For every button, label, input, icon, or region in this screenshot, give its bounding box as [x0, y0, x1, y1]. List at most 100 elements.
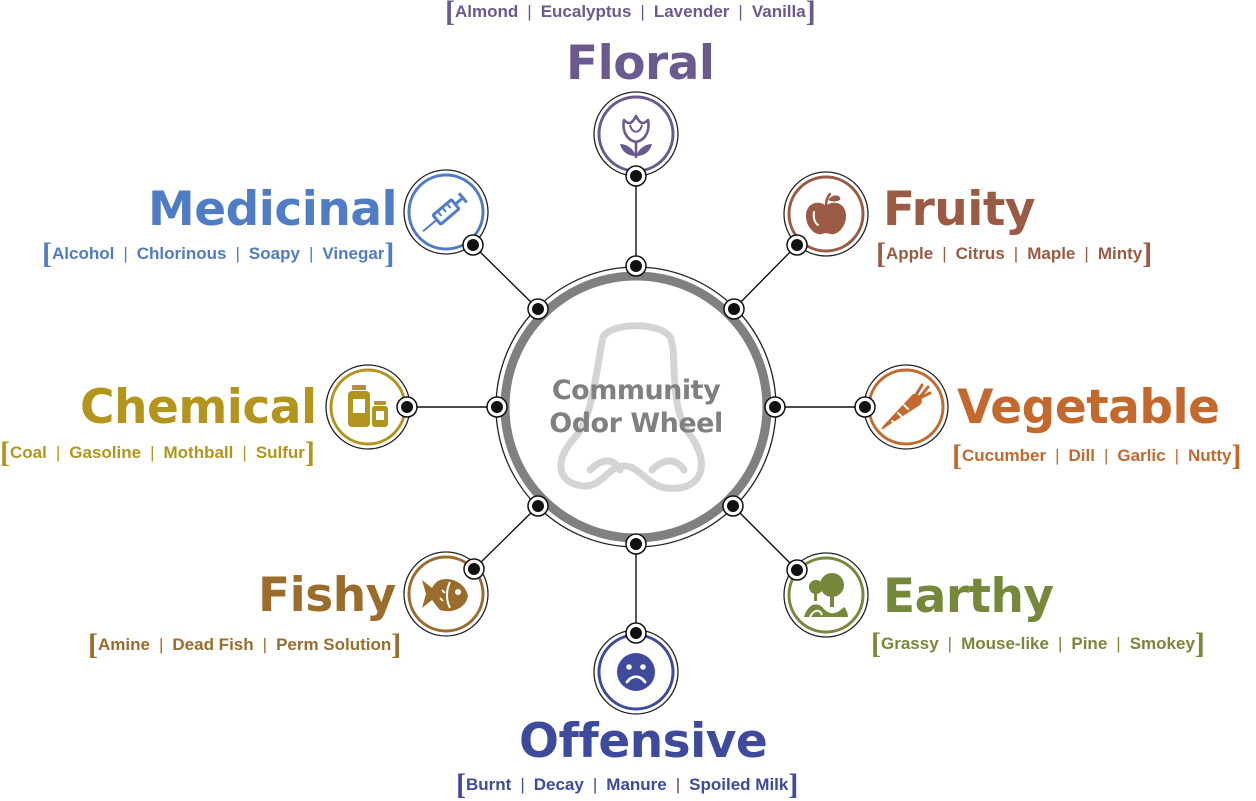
hub-connector-dot-chemical: [486, 396, 508, 418]
category-nodes: [325, 91, 949, 715]
sub-odor-item: Maple: [1027, 244, 1076, 263]
sub-odor-item: Chlorinous: [136, 244, 227, 263]
sub-odor-item: Mothball: [163, 443, 234, 462]
separator: |: [1116, 634, 1121, 653]
node-medicinal: [403, 169, 489, 255]
spoke-earthy: [732, 505, 798, 571]
separator: |: [123, 244, 128, 263]
sub-odor-list-floral: [Almond|Eucalyptus|Lavender|Vanilla]: [445, 0, 816, 27]
open-bracket: [: [876, 237, 886, 270]
sub-odor-item: Sulfur: [255, 443, 305, 462]
hub-connector-dot-floral: [625, 255, 647, 277]
sub-odor-item: Almond: [455, 2, 519, 21]
sub-odor-item: Cucumber: [962, 446, 1047, 465]
sub-odor-item: Lavender: [653, 2, 730, 21]
center-label-line2: Odor Wheel: [549, 408, 723, 439]
open-bracket: [: [0, 436, 10, 469]
sub-odor-item: Apple: [886, 244, 934, 263]
node-chemical: [325, 364, 411, 450]
icon-connector-dot-floral: [625, 165, 647, 187]
separator: |: [947, 634, 953, 653]
icon-connector-dot-vegetable: [854, 396, 876, 418]
separator: |: [675, 775, 681, 794]
wheel-spokes: [407, 176, 865, 633]
icon-connector-dot-fishy: [463, 558, 485, 580]
center-label-line1: Community: [551, 375, 721, 406]
sub-odor-item: Coal: [10, 443, 47, 462]
trees-icon: [804, 573, 848, 618]
sub-odor-item: Soapy: [248, 244, 300, 263]
hub-connector-dot-fruity: [723, 298, 745, 320]
separator: |: [738, 2, 743, 21]
sad-face-icon: [617, 653, 655, 691]
sub-odor-list-offensive: [Burnt|Decay|Manure|Spoiled Milk]: [456, 770, 798, 800]
icon-connector-dot-offensive: [625, 622, 647, 644]
category-title-chemical: Chemical: [80, 380, 317, 435]
open-bracket: [: [445, 0, 455, 28]
icon-connector-dot-chemical: [396, 396, 418, 418]
sub-odor-item: Garlic: [1117, 446, 1166, 465]
spoke-fruity: [733, 244, 798, 310]
category-title-floral: Floral: [566, 36, 715, 91]
sub-odor-item: Alcohol: [52, 244, 115, 263]
hub-connector-dot-vegetable: [764, 396, 786, 418]
open-bracket: [: [952, 439, 962, 472]
sub-odor-item: Decay: [533, 775, 584, 794]
separator: |: [308, 244, 314, 263]
node-floral: [593, 91, 679, 177]
separator: |: [942, 244, 947, 263]
sub-odor-item: Minty: [1097, 244, 1143, 263]
node-vegetable: [863, 364, 949, 450]
close-bracket: ]: [1231, 439, 1242, 472]
sub-odor-item: Spoiled Milk: [689, 775, 789, 794]
separator: |: [1055, 446, 1060, 465]
sub-odor-item: Mouse-like: [961, 634, 1049, 653]
sub-odor-item: Nutty: [1188, 446, 1232, 465]
carrot-icon: [881, 383, 932, 430]
category-title-medicinal: Medicinal: [148, 182, 398, 237]
sub-odor-item: Manure: [606, 775, 667, 794]
separator: |: [527, 2, 532, 21]
icon-connector-dot-earthy: [786, 559, 808, 581]
separator: |: [592, 775, 598, 794]
open-bracket: [: [42, 237, 52, 270]
sub-odor-item: Burnt: [466, 775, 512, 794]
sub-odor-item: Grassy: [881, 634, 939, 653]
separator: |: [1084, 244, 1089, 263]
icon-connector-dot-medicinal: [462, 234, 484, 256]
sub-odor-item: Gasoline: [69, 443, 142, 462]
sub-odor-item: Eucalyptus: [540, 2, 632, 21]
tulip-icon: [620, 114, 652, 158]
separator: |: [1057, 634, 1063, 653]
sub-odor-list-earthy: [Grassy|Mouse-like|Pine|Smokey]: [871, 629, 1205, 659]
apple-icon: [806, 192, 846, 235]
sub-odor-item: Vanilla: [751, 2, 806, 21]
hub-connector-dot-offensive: [625, 533, 647, 555]
category-title-fruity: Fruity: [883, 182, 1035, 237]
sub-odor-item: Pine: [1071, 634, 1108, 653]
nose-icon: [557, 322, 705, 492]
category-title-earthy: Earthy: [883, 569, 1054, 624]
separator: |: [55, 443, 61, 462]
node-fruity: [783, 171, 869, 257]
open-bracket: [: [456, 768, 466, 801]
sub-odor-list-fruity: [Apple|Citrus|Maple|Minty]: [876, 239, 1152, 269]
sub-odor-list-chemical: [Coal|Gasoline|Mothball|Sulfur]: [0, 438, 315, 468]
category-title-fishy: Fishy: [258, 568, 396, 623]
category-title-vegetable: Vegetable: [957, 380, 1220, 435]
separator: |: [235, 244, 240, 263]
hub-connector-dot-fishy: [527, 495, 549, 517]
fish-icon: [422, 578, 468, 612]
separator: |: [1103, 446, 1109, 465]
close-bracket: ]: [1194, 627, 1205, 660]
chemical-bottles-icon: [348, 385, 388, 427]
sub-odor-item: Smokey: [1129, 634, 1195, 653]
center-label: Community Odor Wheel: [536, 374, 736, 440]
close-bracket: ]: [391, 628, 402, 661]
spoke-fishy: [473, 505, 539, 570]
separator: |: [520, 775, 525, 794]
category-title-offensive: Offensive: [519, 714, 768, 769]
open-bracket: [: [88, 628, 98, 661]
separator: |: [150, 443, 155, 462]
